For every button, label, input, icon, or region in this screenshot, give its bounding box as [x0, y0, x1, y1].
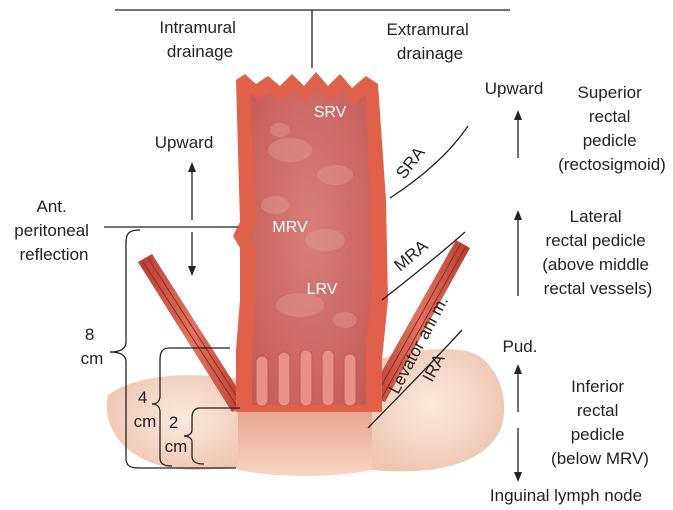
peritoneal-reflection-label: Ant. peritoneal reflection — [14, 197, 93, 264]
upward-left-label: Upward — [155, 133, 214, 152]
anal-canal — [238, 412, 372, 476]
mrv-label: MRV — [272, 219, 308, 236]
lrv-label: LRV — [307, 281, 338, 298]
sra-label: SRA — [392, 143, 429, 183]
inferior-pedicle-label: Inferior rectal pedicle (below MRV) — [551, 377, 649, 468]
mra-label: MRA — [390, 236, 432, 275]
intramural-label: Intramural drainage — [159, 18, 240, 61]
distance-8cm-label: 8 cm — [81, 325, 104, 368]
lateral-up-arrow — [514, 210, 522, 296]
downward-left-arrow — [188, 232, 196, 276]
extramural-label: Extramural drainage — [387, 20, 474, 63]
superior-pedicle-label: Superior rectal pedicle (rectosigmoid) — [558, 83, 666, 174]
upward-right-label: Upward — [485, 79, 544, 98]
srv-label: SRV — [314, 104, 347, 121]
pudendal-label: Pud. — [503, 337, 538, 356]
superior-up-arrow — [514, 110, 522, 158]
upward-left-arrow — [188, 162, 196, 220]
inguinal-down-arrow — [514, 428, 522, 482]
pudendal-up-arrow — [514, 364, 522, 412]
lateral-pedicle-label: Lateral rectal pedicle (above middle rec… — [542, 207, 654, 298]
inguinal-node-label: Inguinal lymph node — [490, 486, 642, 505]
